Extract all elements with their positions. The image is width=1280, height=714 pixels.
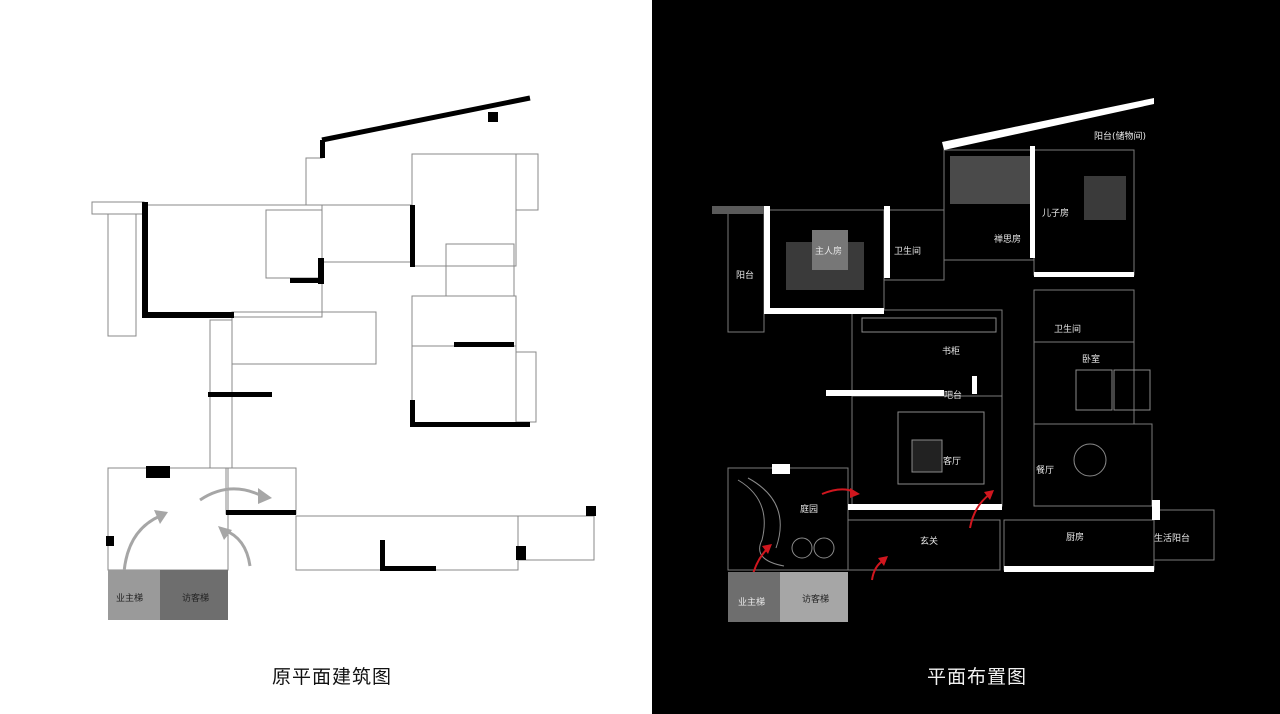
owner-elevator-label: 业主梯 bbox=[116, 594, 144, 604]
original-floor-plan-drawing bbox=[91, 95, 596, 620]
living-room-label: 客厅 bbox=[943, 457, 962, 467]
balcony-label: 阳台 bbox=[736, 271, 755, 281]
original-plan-panel: 业主梯 访客梯 原平面建筑图 bbox=[91, 95, 596, 688]
balcony-storage-label: 阳台(储物间) bbox=[1094, 132, 1147, 142]
utility-balcony-label: 生活阳台 bbox=[1154, 534, 1191, 544]
owner-elevator-label: 业主梯 bbox=[738, 598, 766, 608]
layout-plan-caption: 平面布置图 bbox=[927, 666, 1028, 688]
visitor-elevator-label: 访客梯 bbox=[802, 595, 830, 605]
layout-floor-plan-drawing bbox=[712, 98, 1215, 622]
courtyard-label: 庭园 bbox=[800, 505, 819, 515]
bar-label: 吧台 bbox=[944, 391, 963, 401]
original-plan-caption: 原平面建筑图 bbox=[272, 666, 393, 688]
zen-room-label: 禅思房 bbox=[994, 235, 1022, 245]
son-room-label: 儿子房 bbox=[1042, 209, 1070, 219]
bedroom-label: 卧室 bbox=[1082, 355, 1101, 365]
layout-plan-panel: 阳台(储物间) 儿子房 主人房 卫生间 禅思房 阳台 卫生间 书柜 卧室 吧台 … bbox=[652, 0, 1280, 714]
dining-room-label: 餐厅 bbox=[1036, 466, 1055, 476]
master-room-label: 主人房 bbox=[815, 247, 843, 257]
bookcase-label: 书柜 bbox=[942, 347, 961, 357]
kitchen-label: 厨房 bbox=[1066, 533, 1085, 543]
entrance-label: 玄关 bbox=[920, 537, 939, 547]
bathroom-1-label: 卫生间 bbox=[894, 247, 922, 257]
bathroom-2-label: 卫生间 bbox=[1054, 325, 1082, 335]
visitor-elevator-label: 访客梯 bbox=[182, 594, 210, 604]
